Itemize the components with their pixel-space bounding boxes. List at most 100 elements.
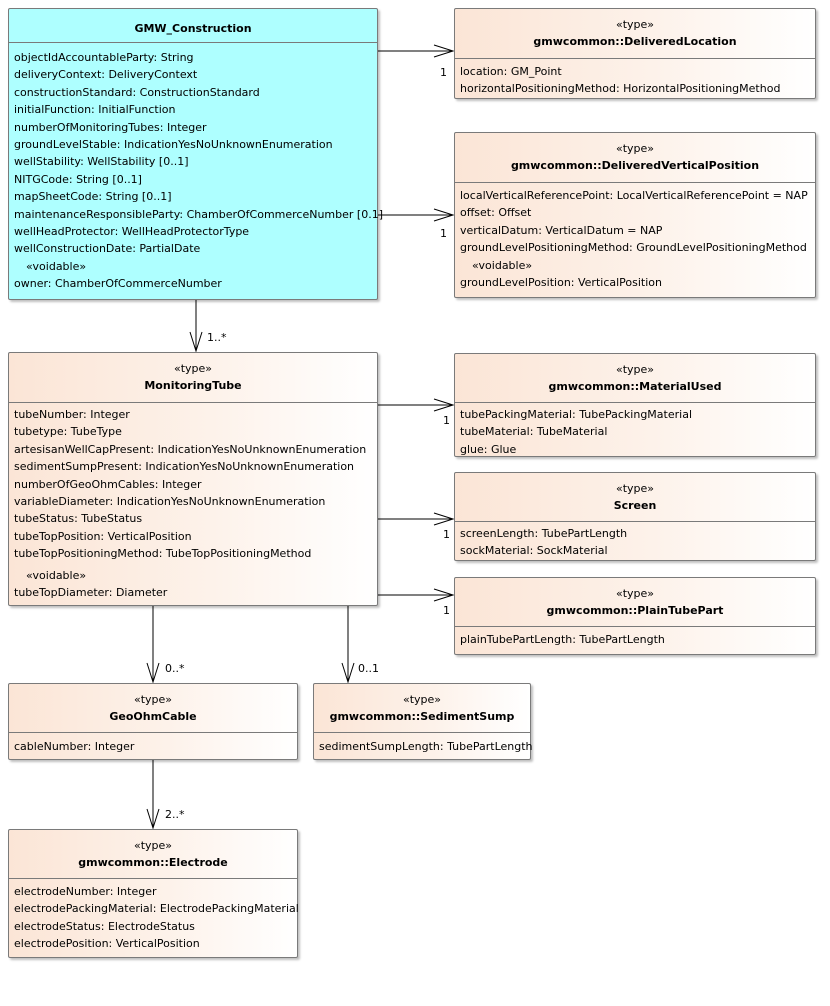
attribute: groundLevelPosition: VerticalPosition [460,275,662,289]
class-name: GeoOhmCable [109,710,197,723]
class-header: «type» MonitoringTube [9,353,377,403]
class-sediment-sump[interactable]: «type» gmwcommon::SedimentSump sedimentS… [313,683,533,760]
attribute: tubetype: TubeType [14,425,122,439]
attribute: mapSheetCode: String [0..1] [14,190,172,204]
class-stereotype: «type» [615,587,655,600]
attribute-list: location: GM_Point horizontalPositioning… [460,63,813,98]
class-name: gmwcommon::PlainTubePart [546,604,724,617]
class-stereotype: «type» [615,482,655,495]
attribute: wellStability: WellStability [0..1] [14,155,189,169]
attribute-list: tubeNumber: Integer tubetype: TubeType a… [14,406,375,601]
attribute: sedimentSumpLength: TubePartLength [319,740,533,753]
class-electrode[interactable]: «type» gmwcommon::Electrode electrodeNum… [8,829,299,958]
attribute: glue: Glue [460,442,517,456]
arrowhead-geo-ohm-cable [146,662,160,684]
multiplicity-material-used: 1 [443,414,450,427]
attribute: horizontalPositioningMethod: HorizontalP… [460,82,781,96]
multiplicity-delivered-location: 1 [440,66,447,79]
class-plain-tube-part[interactable]: «type» gmwcommon::PlainTubePart plainTub… [454,577,816,655]
attribute: screenLength: TubePartLength [460,527,628,540]
attribute: tubePackingMaterial: TubePackingMaterial [460,408,692,421]
class-header: «type» gmwcommon::DeliveredVerticalPosit… [455,133,815,183]
attribute: constructionStandard: ConstructionStanda… [14,85,260,99]
class-name: gmwcommon::DeliveredLocation [533,35,737,48]
class-header: «type» gmwcommon::DeliveredLocation [455,9,815,59]
multiplicity-plain-tube-part: 1 [443,604,450,617]
attribute: objectIdAccountableParty: String [14,51,194,64]
attribute: numberOfMonitoringTubes: Integer [14,120,207,134]
class-screen[interactable]: «type» Screen screenLength: TubePartLeng… [454,472,816,561]
voidable-stereotype: «voidable» [472,258,533,272]
arrowhead-screen [433,512,455,526]
attribute: tubeTopPosition: VerticalPosition [14,529,192,543]
attribute: NITGCode: String [0..1] [14,172,142,186]
class-header: GMW_Construction [9,9,377,43]
attribute: initialFunction: InitialFunction [14,103,176,117]
class-name: MonitoringTube [144,379,242,392]
class-header: «type» gmwcommon::MaterialUsed [455,354,815,403]
attribute: electrodeStatus: ElectrodeStatus [14,919,195,933]
attribute-list: sedimentSumpLength: TubePartLength [319,738,533,755]
class-stereotype: «type» [615,363,655,376]
attribute: electrodePosition: VerticalPosition [14,937,200,951]
attribute-list: cableNumber: Integer [14,738,295,755]
arrowhead-sediment-sump [341,662,355,684]
attribute: offset: Offset [460,206,532,220]
class-header: «type» gmwcommon::PlainTubePart [455,578,815,627]
class-delivered-location[interactable]: «type» gmwcommon::DeliveredLocation loca… [454,8,816,99]
attribute: wellConstructionDate: PartialDate [14,242,201,256]
multiplicity-monitoring-tube: 1..* [207,331,227,344]
attribute: sockMaterial: SockMaterial [460,544,608,558]
class-material-used[interactable]: «type» gmwcommon::MaterialUsed tubePacki… [454,353,816,457]
attribute-list: electrodeNumber: Integer electrodePackin… [14,883,299,953]
voidable-stereotype: «voidable» [26,568,87,582]
arrowhead-electrode [146,808,160,830]
attribute: groundLevelStable: IndicationYesNoUnknow… [14,137,333,151]
class-header: «type» gmwcommon::Electrode [9,830,297,879]
class-delivered-vertical-position[interactable]: «type» gmwcommon::DeliveredVerticalPosit… [454,132,816,298]
class-gmw-construction[interactable]: GMW_Construction objectIdAccountablePart… [8,8,383,300]
multiplicity-geo-ohm-cable: 0..* [165,662,185,675]
class-name: gmwcommon::DeliveredVerticalPosition [510,159,760,172]
class-name: gmwcommon::SedimentSump [329,710,515,723]
attribute: artesisanWellCapPresent: IndicationYesNo… [14,442,367,456]
class-name: Screen [613,499,657,512]
attribute-list: plainTubePartLength: TubePartLength [460,631,813,648]
attribute: groundLevelPositioningMethod: GroundLeve… [460,241,807,255]
voidable-stereotype: «voidable» [26,259,87,273]
class-stereotype: «type» [615,142,655,155]
arrowhead-monitoring-tube [189,331,203,353]
attribute: cableNumber: Integer [14,740,135,753]
attribute: tubeNumber: Integer [14,408,130,421]
class-header: «type» GeoOhmCable [9,684,297,733]
multiplicity-sediment-sump: 0..1 [358,662,379,675]
class-header: «type» Screen [455,473,815,522]
arrowhead-delivered-location [433,44,455,58]
attribute: plainTubePartLength: TubePartLength [460,633,665,646]
attribute-list: tubePackingMaterial: TubePackingMaterial… [460,406,813,458]
class-stereotype: «type» [615,18,655,31]
attribute: tubeMaterial: TubeMaterial [460,425,608,439]
attribute: verticalDatum: VerticalDatum = NAP [460,223,663,237]
attribute: tubeStatus: TubeStatus [14,512,143,526]
arrowhead-material-used [433,398,455,412]
attribute: owner: ChamberOfCommerceNumber [14,277,222,291]
attribute: sedimentSumpPresent: IndicationYesNoUnkn… [14,460,355,474]
attribute: variableDiameter: IndicationYesNoUnknown… [14,494,326,508]
attribute: location: GM_Point [460,65,562,78]
attribute-list: screenLength: TubePartLength sockMateria… [460,525,813,560]
class-monitoring-tube[interactable]: «type» MonitoringTube tubeNumber: Intege… [8,352,378,606]
multiplicity-screen: 1 [443,528,450,541]
class-name: GMW_Construction [134,22,252,35]
attribute-list: objectIdAccountableParty: String deliver… [14,49,383,292]
attribute-list: localVerticalReferencePoint: LocalVertic… [460,187,813,291]
attribute: electrodePackingMaterial: ElectrodePacki… [14,902,299,916]
arrowhead-plain-tube-part [433,588,455,602]
class-geo-ohm-cable[interactable]: «type» GeoOhmCable cableNumber: Integer [8,683,298,760]
class-name: gmwcommon::MaterialUsed [548,380,722,393]
class-header: «type» gmwcommon::SedimentSump [314,684,530,733]
arrowhead-delivered-vertical-position [433,208,455,222]
attribute: wellHeadProtector: WellHeadProtectorType [14,224,250,238]
multiplicity-delivered-vertical-position: 1 [440,227,447,240]
